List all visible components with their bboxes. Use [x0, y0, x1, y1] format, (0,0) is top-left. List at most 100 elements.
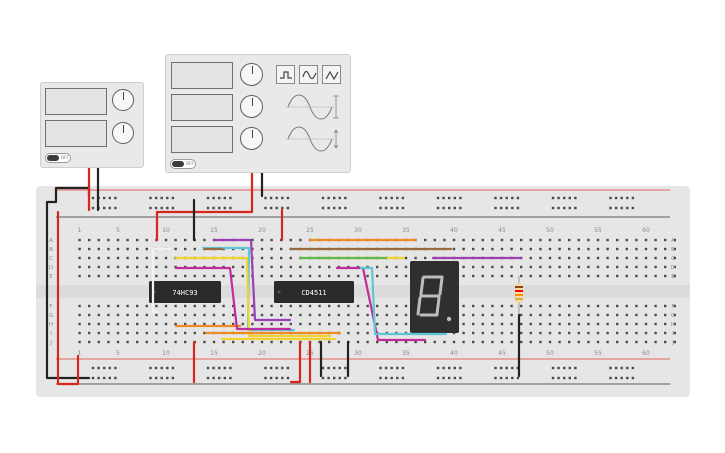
terminal-hole[interactable] — [308, 265, 312, 269]
rail-hole[interactable] — [114, 376, 117, 380]
terminal-hole[interactable] — [558, 331, 561, 335]
rail-hole[interactable] — [344, 196, 347, 200]
terminal-hole[interactable] — [126, 331, 129, 335]
terminal-hole[interactable] — [136, 238, 139, 242]
terminal-hole[interactable] — [433, 238, 436, 242]
rail-hole[interactable] — [281, 366, 284, 370]
rail-hole[interactable] — [505, 196, 508, 200]
terminal-hole[interactable] — [88, 247, 91, 251]
terminal-hole[interactable] — [625, 313, 628, 317]
terminal-hole[interactable] — [136, 247, 139, 251]
terminal-hole[interactable] — [539, 256, 542, 260]
terminal-hole[interactable] — [97, 322, 100, 326]
terminal-hole[interactable] — [644, 304, 648, 308]
terminal-hole[interactable] — [462, 322, 465, 326]
rail-hole[interactable] — [327, 376, 330, 380]
terminal-hole[interactable] — [328, 274, 331, 278]
terminal-hole[interactable] — [97, 340, 100, 344]
terminal-hole[interactable] — [616, 265, 619, 269]
terminal-hole[interactable] — [222, 304, 225, 308]
terminal-hole[interactable] — [280, 256, 283, 260]
rail-hole[interactable] — [218, 376, 221, 380]
dc-power-supply[interactable]: OFF — [40, 82, 144, 168]
rail-hole[interactable] — [166, 366, 169, 370]
terminal-hole[interactable] — [625, 322, 628, 326]
terminal-hole[interactable] — [145, 313, 148, 317]
terminal-hole[interactable] — [337, 304, 340, 308]
terminal-hole[interactable] — [212, 322, 216, 326]
terminal-hole[interactable] — [88, 256, 91, 260]
wire-magenta[interactable] — [174, 266, 292, 331]
rail-hole[interactable] — [327, 206, 330, 210]
terminal-hole[interactable] — [136, 304, 139, 308]
rail-hole[interactable] — [401, 196, 405, 200]
terminal-hole[interactable] — [664, 340, 667, 344]
rail-hole[interactable] — [563, 366, 566, 370]
terminal-hole[interactable] — [308, 274, 312, 278]
rail-hole[interactable] — [551, 206, 555, 210]
rail-hole[interactable] — [557, 366, 560, 370]
terminal-hole[interactable] — [548, 331, 552, 335]
terminal-hole[interactable] — [500, 247, 504, 251]
terminal-hole[interactable] — [78, 340, 81, 344]
terminal-hole[interactable] — [241, 313, 244, 317]
terminal-hole[interactable] — [654, 247, 657, 251]
terminal-hole[interactable] — [673, 247, 676, 251]
rail-hole[interactable] — [626, 376, 629, 380]
terminal-hole[interactable] — [654, 265, 657, 269]
terminal-hole[interactable] — [529, 331, 532, 335]
rail-hole[interactable] — [379, 206, 382, 210]
terminal-hole[interactable] — [577, 238, 580, 242]
terminal-hole[interactable] — [356, 304, 360, 308]
rail-hole[interactable] — [631, 376, 635, 380]
terminal-hole[interactable] — [635, 313, 638, 317]
terminal-hole[interactable] — [318, 274, 321, 278]
terminal-hole[interactable] — [472, 274, 475, 278]
terminal-hole[interactable] — [376, 340, 379, 344]
terminal-hole[interactable] — [136, 313, 139, 317]
terminal-hole[interactable] — [126, 274, 129, 278]
terminal-hole[interactable] — [155, 313, 158, 317]
rail-hole[interactable] — [436, 366, 440, 370]
terminal-hole[interactable] — [97, 331, 100, 335]
terminal-hole[interactable] — [472, 238, 475, 242]
terminal-hole[interactable] — [404, 256, 408, 260]
terminal-hole[interactable] — [654, 304, 657, 308]
terminal-hole[interactable] — [270, 340, 273, 344]
terminal-hole[interactable] — [145, 322, 148, 326]
terminal-hole[interactable] — [376, 313, 379, 317]
seven-segment-display[interactable] — [410, 261, 459, 333]
terminal-hole[interactable] — [193, 247, 196, 251]
terminal-hole[interactable] — [232, 274, 235, 278]
terminal-hole[interactable] — [241, 265, 244, 269]
terminal-hole[interactable] — [654, 238, 657, 242]
terminal-hole[interactable] — [606, 304, 609, 308]
terminal-hole[interactable] — [548, 340, 552, 344]
rail-hole[interactable] — [338, 376, 341, 380]
terminal-hole[interactable] — [673, 304, 676, 308]
terminal-hole[interactable] — [289, 340, 292, 344]
terminal-hole[interactable] — [616, 313, 619, 317]
rail-hole[interactable] — [494, 366, 497, 370]
terminal-hole[interactable] — [88, 265, 91, 269]
terminal-hole[interactable] — [155, 265, 158, 269]
terminal-hole[interactable] — [184, 304, 187, 308]
rail-hole[interactable] — [379, 196, 382, 200]
rail-hole[interactable] — [281, 196, 284, 200]
terminal-hole[interactable] — [289, 313, 292, 317]
rail-hole[interactable] — [390, 206, 393, 210]
terminal-hole[interactable] — [424, 256, 427, 260]
terminal-hole[interactable] — [529, 304, 532, 308]
terminal-hole[interactable] — [222, 274, 225, 278]
terminal-hole[interactable] — [270, 304, 273, 308]
rail-hole[interactable] — [264, 366, 267, 370]
terminal-hole[interactable] — [577, 304, 580, 308]
terminal-hole[interactable] — [548, 322, 552, 326]
terminal-hole[interactable] — [568, 304, 571, 308]
terminal-hole[interactable] — [116, 238, 120, 242]
terminal-hole[interactable] — [587, 256, 590, 260]
terminal-hole[interactable] — [174, 313, 177, 317]
terminal-hole[interactable] — [366, 322, 369, 326]
terminal-hole[interactable] — [155, 274, 158, 278]
rail-hole[interactable] — [448, 366, 451, 370]
